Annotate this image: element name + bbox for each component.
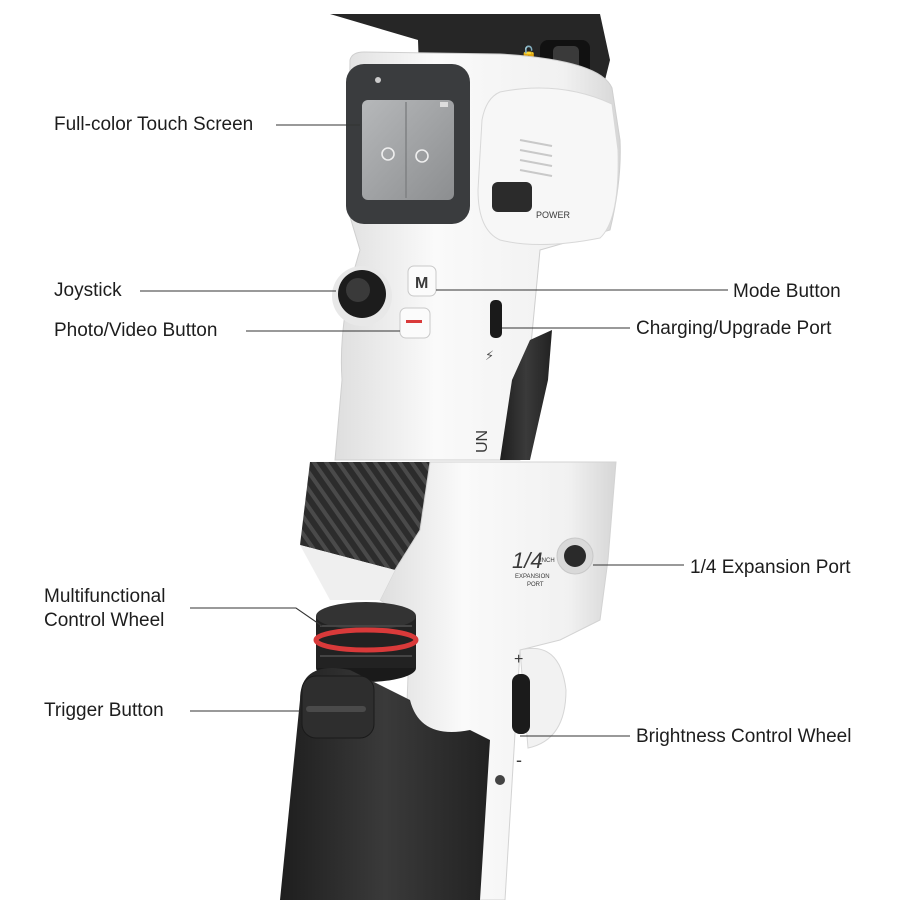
- minus-marking: -: [516, 750, 522, 770]
- expansion-port: [564, 545, 586, 567]
- vent-lines: [519, 139, 553, 177]
- power-button[interactable]: [492, 182, 532, 212]
- expansion-marking: EXPANSION: [515, 574, 550, 580]
- status-icon: [375, 77, 381, 83]
- screen-right-icon[interactable]: [415, 149, 429, 163]
- port-marking: PORT: [527, 582, 544, 588]
- label-brightness-wheel: Brightness Control Wheel: [636, 726, 852, 747]
- touch-screen[interactable]: [362, 100, 454, 200]
- leader-control-wheel: [190, 607, 323, 627]
- side-grip-upper: [500, 330, 552, 460]
- label-control-wheel-line1: Multifunctional: [44, 586, 166, 607]
- brightness-wheel[interactable]: [512, 674, 530, 734]
- power-marking: POWER: [536, 210, 571, 220]
- mode-key-marking: M: [415, 275, 428, 292]
- inch-marking: INCH: [540, 558, 555, 564]
- screen-left-icon[interactable]: [381, 147, 395, 161]
- plus-marking: +: [514, 651, 523, 668]
- label-photo-video: Photo/Video Button: [54, 320, 218, 341]
- mode-button[interactable]: [407, 265, 437, 297]
- label-trigger: Trigger Button: [44, 700, 164, 721]
- ridged-cap: [300, 462, 440, 570]
- battery-icon: [440, 102, 448, 107]
- charging-port: [490, 300, 502, 338]
- quarter-marking: 1/4: [512, 548, 543, 573]
- label-joystick: Joystick: [54, 280, 122, 301]
- brightness-icon: [495, 775, 505, 785]
- label-control-wheel-line2: Control Wheel: [44, 610, 165, 631]
- label-charging-port: Charging/Upgrade Port: [636, 318, 832, 339]
- leader-lines: [140, 124, 728, 737]
- label-mode-button: Mode Button: [733, 281, 841, 302]
- label-touch-screen: Full-color Touch Screen: [54, 114, 254, 135]
- bolt-icon: ⚡: [485, 348, 494, 363]
- label-expansion-port: 1/4 Expansion Port: [690, 557, 851, 578]
- brand-fragment: UN: [474, 430, 491, 453]
